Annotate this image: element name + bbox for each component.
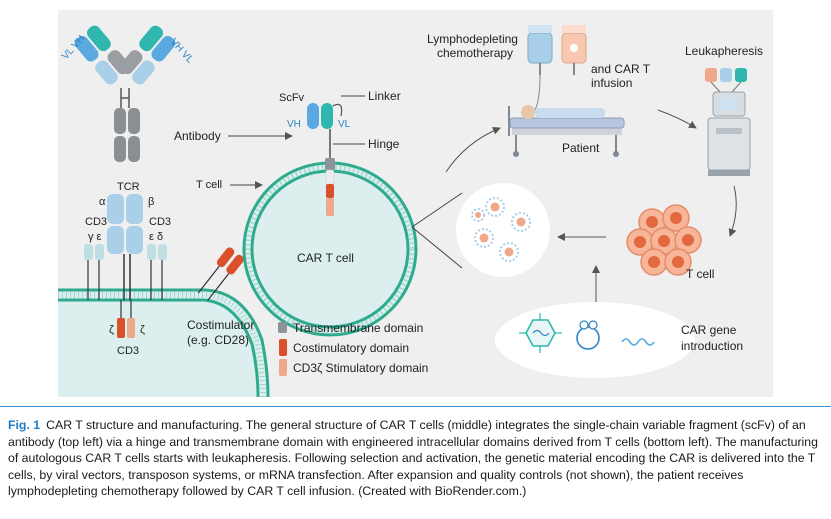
car-receptor [307, 103, 343, 216]
cd3-left-label: CD3 [85, 216, 107, 228]
tcr-alpha: α [99, 196, 106, 208]
car-t-population [456, 183, 550, 277]
car-t-cell-label: CAR T cell [297, 251, 354, 265]
arrow-to-t-cells [728, 185, 737, 237]
scfv-label: ScFv [279, 92, 305, 104]
car-gene-label-line1: CAR gene [681, 323, 737, 337]
arrow-to-leukapheresis [657, 109, 697, 129]
iv-bags [527, 25, 587, 111]
t-cell-label: T cell [196, 179, 222, 191]
car-t-figure: VL VH VH VL Antibody TCR α β CD3 γ ε CD3… [58, 10, 773, 398]
t-cell-body [58, 290, 268, 397]
car-t-population-cells [471, 197, 531, 262]
scfv-vl: VL [338, 119, 351, 130]
t-cell-right-label: T cell [686, 267, 714, 281]
caption-rule [0, 406, 831, 407]
zeta-right: ζ [140, 324, 145, 336]
cd3-left-subunits: γ ε [88, 231, 102, 243]
antibody-label: Antibody [174, 129, 221, 143]
linker-label: Linker [368, 89, 401, 103]
zoom-line-bottom [411, 226, 463, 269]
legend-label-transmembrane: Transmembrane domain [293, 321, 423, 335]
tcr-label: TCR [117, 181, 140, 193]
patient-bed [508, 105, 625, 157]
infusion-label-line2: infusion [591, 76, 632, 90]
t-cell-cluster [626, 204, 702, 276]
tcr-beta: β [148, 196, 154, 208]
costimulator [197, 247, 244, 301]
legend-swatch-stimulatory [279, 359, 287, 376]
caption-text: CAR T structure and manufacturing. The g… [8, 418, 818, 498]
cd3-right-label: CD3 [149, 216, 171, 228]
car-gene-label-line2: introduction [681, 339, 743, 353]
antibody-diagram [74, 25, 176, 162]
arrow-to-patient [445, 126, 501, 173]
costimulator-label: Costimulator [187, 318, 254, 332]
t-cell-membrane [58, 288, 270, 398]
transposon-plasmid-icon [576, 320, 600, 350]
hinge-label: Hinge [368, 137, 400, 151]
cd3-bottom-label: CD3 [117, 345, 139, 357]
tcr-complex [84, 194, 167, 338]
viral-vector-icon [519, 313, 562, 353]
leukapheresis-machine [705, 68, 751, 176]
chemo-label-line1: Lymphodepleting [427, 32, 518, 46]
leukapheresis-label: Leukapheresis [685, 44, 763, 58]
legend-swatch-costimulatory [279, 339, 287, 356]
mrna-icon [621, 338, 655, 346]
gene-delivery-ellipse [495, 302, 695, 378]
infusion-label-line1: and CAR T [591, 62, 651, 76]
zoom-line-top [411, 192, 463, 228]
figure-label: Fig. 1 [8, 418, 41, 432]
legend-label-stimulatory: CD3ζ Stimulatory domain [293, 361, 428, 375]
cd3-right-subunits: ε δ [149, 231, 163, 243]
costimulator-example: (e.g. CD28) [187, 333, 249, 347]
zeta-left: ζ [109, 324, 114, 336]
chemo-label-line2: chemotherapy [437, 46, 513, 60]
legend-label-costimulatory: Costimulatory domain [293, 341, 409, 355]
patient-label: Patient [562, 141, 600, 155]
legend-swatch-transmembrane [278, 322, 287, 333]
domain-legend: Transmembrane domain Costimulatory domai… [278, 321, 428, 376]
scfv-vh: VH [287, 119, 301, 130]
